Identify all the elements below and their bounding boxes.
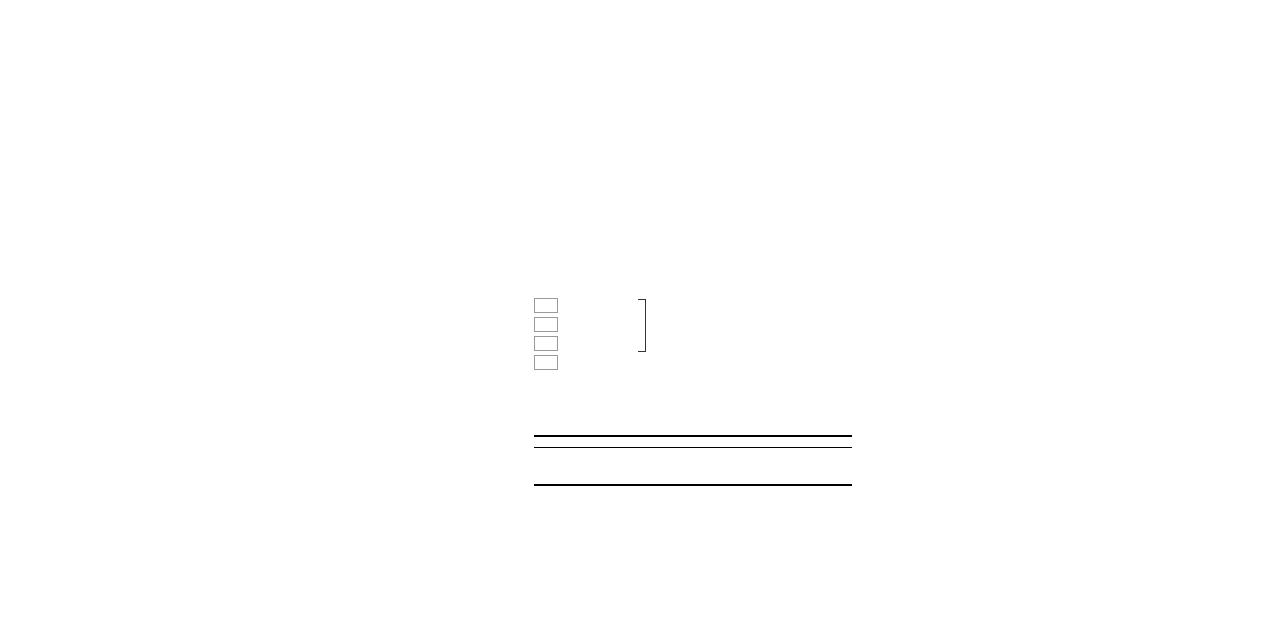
- panel-b-bar-chart: [530, 20, 735, 285]
- panel-b-legend-block: [534, 292, 784, 382]
- col-header-growth: [667, 436, 760, 448]
- panel-c: [534, 428, 852, 486]
- legend-swatch-cram: [534, 317, 558, 332]
- cell-pathway: [534, 448, 668, 461]
- col-header-decline: [759, 436, 852, 448]
- cell-decline-value: [760, 460, 852, 472]
- legend-item: [534, 353, 784, 372]
- panel-e-dot-plot: [862, 312, 1267, 635]
- table-row: [534, 472, 852, 485]
- legend-swatch-bdoc: [534, 298, 558, 313]
- cell-decline-value: [760, 472, 852, 485]
- cell-pathway: [534, 472, 668, 485]
- col-header-pathways: [534, 436, 668, 448]
- cell-growth-value: [668, 448, 760, 461]
- cell-decline-value: [760, 448, 852, 461]
- cell-pathway: [534, 460, 668, 472]
- panel-a-radial-chart: [0, 0, 545, 635]
- pvalue-table: [534, 435, 852, 486]
- panel-d-dot-plot: [862, 0, 1267, 300]
- legend-item: [534, 296, 784, 315]
- legend: [534, 296, 784, 372]
- table-row: [534, 460, 852, 472]
- doc-group-bracket: [638, 299, 646, 352]
- table-header-row: [534, 436, 852, 448]
- cell-growth-value: [668, 460, 760, 472]
- cell-growth-value: [668, 472, 760, 485]
- legend-item: [534, 315, 784, 334]
- legend-swatch-others: [534, 336, 558, 351]
- legend-item: [534, 334, 784, 353]
- legend-swatch-poc: [534, 355, 558, 370]
- table-row: [534, 448, 852, 461]
